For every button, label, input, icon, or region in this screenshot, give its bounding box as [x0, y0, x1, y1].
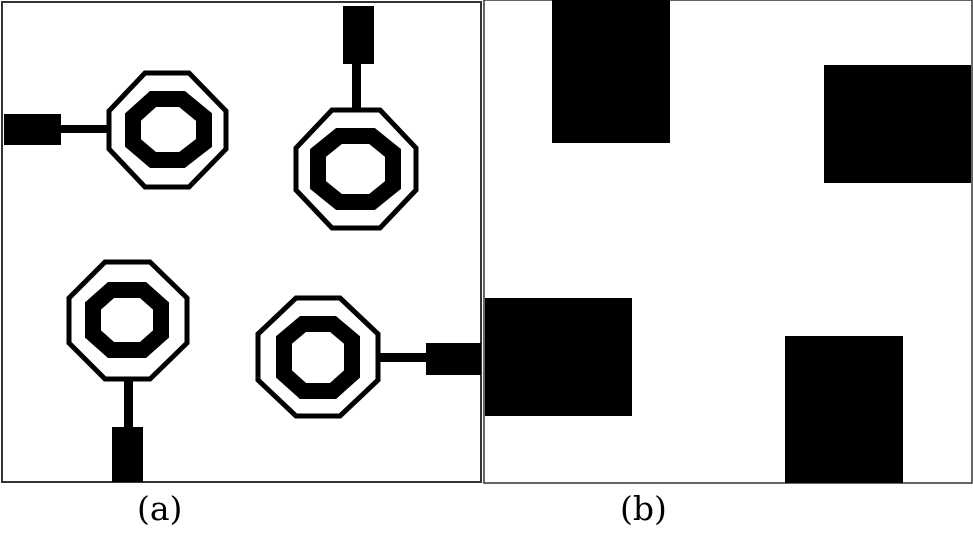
inner-octagon-ring	[85, 282, 169, 358]
panel-a-frame	[1, 1, 482, 483]
feed-pad	[343, 6, 374, 64]
panel-a	[1, 1, 482, 483]
ring-unit-bottom-right	[255, 295, 481, 419]
feed-line	[378, 353, 426, 362]
feed-pad	[112, 427, 143, 482]
caption-a: (a)	[137, 489, 183, 528]
ring-unit-bottom-left	[66, 259, 190, 482]
outer-octagon-ring	[255, 295, 381, 419]
inner-octagon-ring	[125, 91, 212, 168]
inner-octagon-ring	[310, 128, 401, 210]
feed-line	[124, 379, 133, 427]
square-block-right	[824, 65, 971, 183]
outer-octagon-ring	[106, 70, 229, 190]
panel-b	[483, 0, 973, 484]
feed-line	[352, 64, 361, 110]
ring-unit-top-right	[293, 6, 419, 231]
caption-b: (b)	[620, 489, 667, 528]
feed-pad	[426, 343, 481, 375]
outer-octagon-ring	[66, 259, 190, 382]
square-block-bottom	[785, 336, 903, 483]
ring-unit-top-left	[4, 70, 229, 190]
feed-line	[61, 125, 109, 133]
feed-pad	[4, 114, 61, 145]
outer-octagon-ring	[293, 107, 419, 231]
square-block-left	[485, 298, 632, 416]
inner-octagon-ring	[276, 316, 360, 399]
square-block-top	[552, 0, 670, 143]
